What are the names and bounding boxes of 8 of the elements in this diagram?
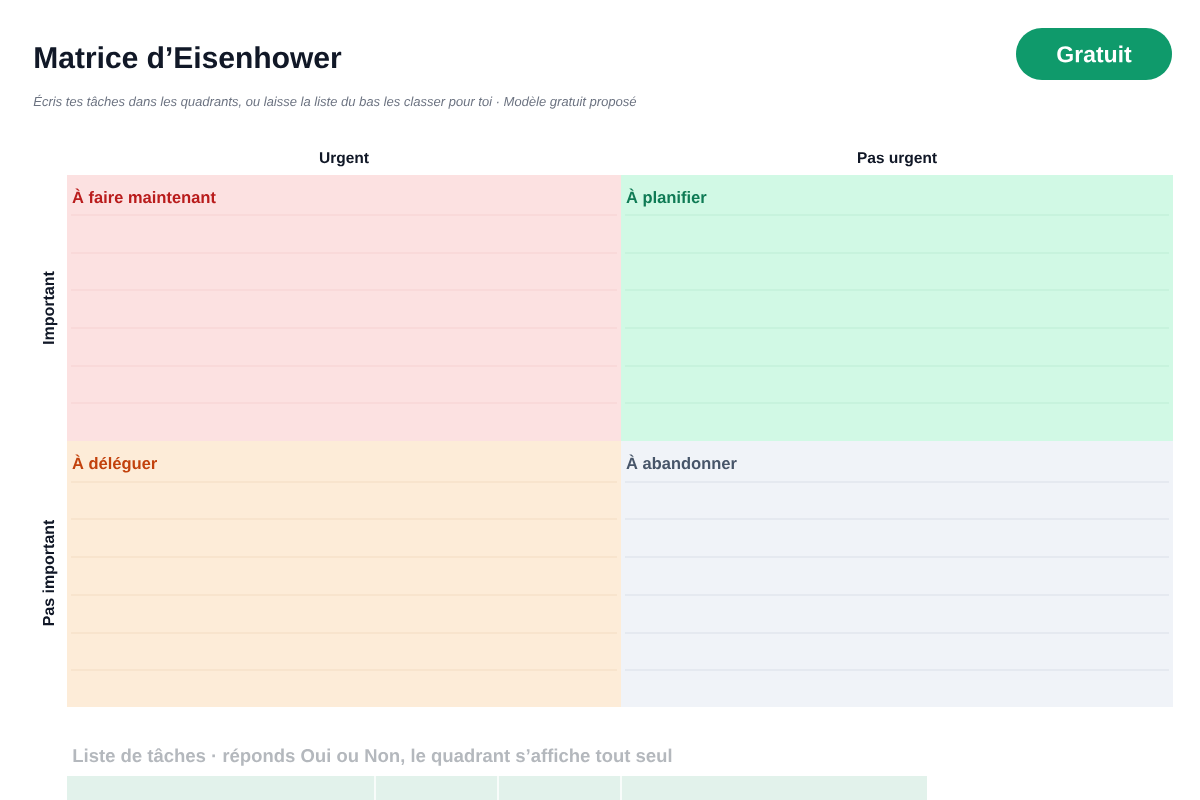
quadrant-box: À planifier	[621, 175, 1173, 441]
quadrant-box: À abandonner	[621, 441, 1173, 707]
quadrant-box: À déléguer	[67, 441, 621, 707]
page-title: Matrice d’Eisenhower	[35, 46, 342, 69]
quadrant-box: À faire maintenant	[67, 175, 621, 441]
section-heading: Liste de tâches · réponds Oui ou Non, le quadrant s’affiche tout seul	[73, 748, 672, 766]
pill-button: Gratuit	[1016, 28, 1172, 80]
subtitle: Écris tes tâches dans les quadrants, ou laisse la liste du bas les classer pour toi · Modèle gratuit proposé	[33, 94, 637, 109]
